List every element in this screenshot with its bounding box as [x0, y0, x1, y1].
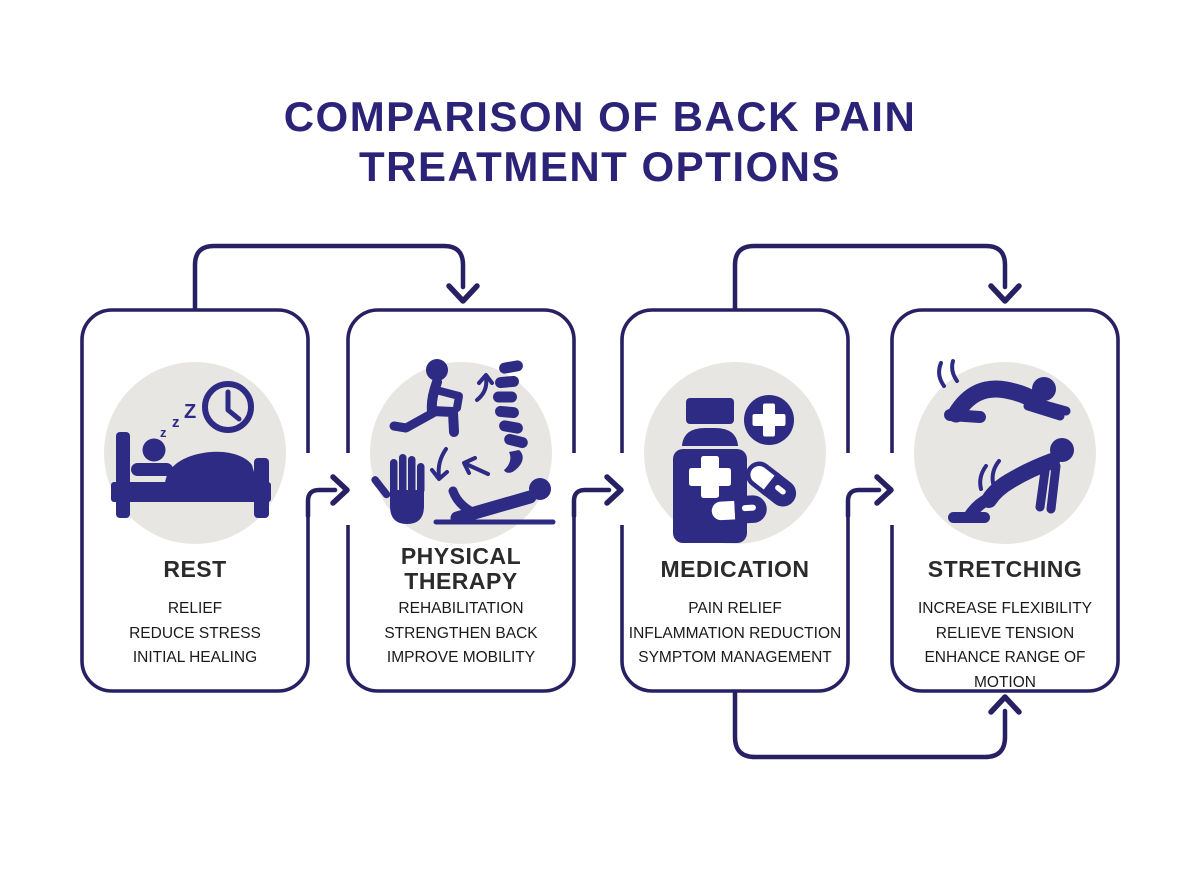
stretching-poses-icon — [937, 359, 1074, 523]
card-items-rest: RELIEF REDUCE STRESS INITIAL HEALING — [95, 597, 295, 671]
list-item: SYMPTOM MANAGEMENT — [638, 649, 832, 666]
card-title-stretching: STRETCHING — [927, 555, 1083, 582]
arrow-medication-to-stretching-bottom — [732, 689, 1022, 760]
curved-up-arrow-icon — [475, 373, 494, 402]
hand-palm-icon — [371, 454, 425, 524]
list-item: INFLAMMATION REDUCTION — [628, 624, 842, 642]
svg-text:z: z — [172, 414, 180, 431]
capsule-horizontal-icon — [707, 495, 767, 525]
arrowhead-down-icon — [446, 283, 480, 304]
page-title: COMPARISON OF BACK PAIN TREATMENT OPTION… — [283, 93, 917, 191]
card-items-stretching: INCREASE FLEXIBILITY RELIEVE TENSION ENH… — [911, 597, 1099, 695]
card-title-medication: MEDICATION — [660, 555, 810, 582]
child-pose-person-icon — [944, 377, 1071, 424]
list-item: IMPROVE MOBILITY — [386, 649, 536, 666]
arrow-rest-to-physical-therapy-top — [192, 243, 480, 312]
list-item: PAIN RELIEF — [688, 600, 782, 617]
arrow-physical-therapy-to-medication-mid — [571, 474, 624, 519]
arrow-medication-to-stretching-top — [732, 243, 1022, 312]
card-items-physical-therapy: REHABILITATION STRENGTHEN BACK IMPROVE M… — [361, 597, 561, 671]
motion-arcs-icon — [937, 359, 959, 388]
cat-stretch-person-icon — [948, 438, 1074, 523]
arrow-medication-to-stretching-mid — [845, 474, 894, 519]
arrowhead-right-icon — [604, 474, 624, 506]
sleep-zzz-icon: z z Z — [160, 401, 196, 440]
capsule-diagonal-icon — [745, 461, 797, 507]
physical-therapy-exercise-spine-icon — [371, 359, 556, 525]
list-item: REHABILITATION — [398, 600, 524, 617]
card-title-rest: REST — [163, 555, 227, 582]
motion-arcs-icon — [978, 459, 1001, 491]
sleep-bed-clock-icon: z z Z — [111, 381, 271, 518]
icon-circles — [104, 362, 1096, 544]
list-item: RELIEF — [167, 600, 223, 617]
arrowhead-up-icon — [988, 694, 1022, 715]
arrowhead-down-icon — [988, 283, 1022, 304]
spine-icon — [493, 360, 528, 473]
svg-text:z: z — [160, 425, 167, 440]
list-item: REDUCE STRESS — [129, 624, 261, 642]
list-item: RELIEVE TENSION — [935, 624, 1075, 642]
list-item: ENHANCE RANGE OF MOTION — [924, 649, 1086, 691]
card-items-medication: PAIN RELIEF INFLAMMATION REDUCTION SYMPT… — [624, 597, 846, 671]
list-item: STRENGTHEN BACK — [384, 624, 538, 642]
list-item: INCREASE FLEXIBILITY — [918, 600, 1092, 617]
arrowhead-right-icon — [330, 474, 350, 506]
list-item: INITIAL HEALING — [132, 649, 258, 666]
bed-icon — [111, 432, 271, 518]
card-title-physical-therapy: PHYSICAL THERAPY — [400, 543, 522, 594]
pill-bottle-capsules-icon — [673, 395, 797, 543]
clock-icon — [202, 381, 254, 433]
lying-exercise-person-icon — [433, 478, 556, 525]
lunging-person-icon — [389, 359, 463, 437]
svg-text:Z: Z — [184, 401, 196, 423]
arrow-rest-to-physical-therapy-mid — [305, 474, 350, 519]
medical-cross-badge-icon — [744, 395, 794, 445]
cycle-arrows-icon — [430, 447, 490, 481]
arrowhead-right-icon — [874, 474, 894, 506]
